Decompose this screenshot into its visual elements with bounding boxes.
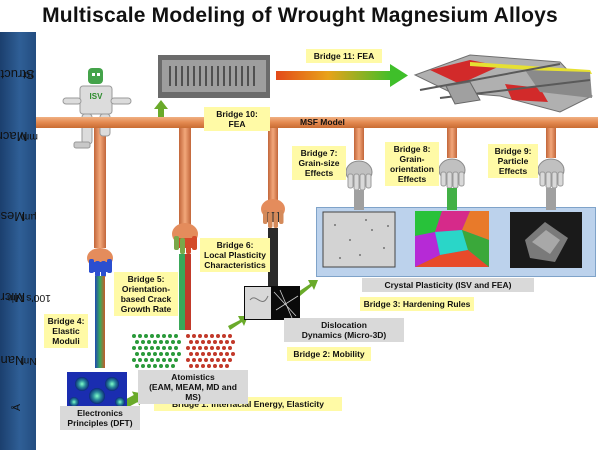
structural-extrusion-image bbox=[158, 55, 270, 98]
bridge-4-label: Bridge 4: Elastic Moduli bbox=[44, 314, 88, 348]
msf-model-bar bbox=[36, 117, 598, 128]
dislocation-dynamics-image bbox=[244, 286, 300, 320]
electronics-dft-box: Electronics Principles (DFT) bbox=[60, 406, 140, 430]
msf-model-label: MSF Model bbox=[300, 117, 345, 127]
bridge-8-label: Bridge 8: Grain- orientation Effects bbox=[385, 142, 439, 186]
bridge-7-hand bbox=[345, 160, 373, 191]
bridge-10-label: Bridge 10: FEA bbox=[204, 107, 270, 131]
bridge-9-label: Bridge 9: Particle Effects bbox=[488, 144, 538, 178]
bridge-3-label: Bridge 3: Hardening Rules bbox=[360, 297, 474, 311]
micrograph-grain-size-image bbox=[322, 211, 396, 268]
scale-axis-bar bbox=[0, 32, 36, 450]
bridge-5-label: Bridge 5: Orientation- based Crack Growt… bbox=[114, 272, 178, 316]
bridge-5-hand bbox=[172, 223, 198, 254]
micrograph-particle-image bbox=[510, 212, 582, 268]
bridge-6-hand bbox=[261, 199, 285, 228]
bridge-8-hand bbox=[438, 158, 466, 189]
bridge-7-label: Bridge 7: Grain-size Effects bbox=[292, 146, 346, 180]
bridge-11-arrow bbox=[276, 64, 408, 87]
structural-fea-frame-image bbox=[413, 54, 593, 113]
bridge-11-label: Bridge 11: FEA bbox=[306, 49, 382, 63]
robot-isv-badge: ISV bbox=[89, 92, 103, 101]
bridge-2-label: Bridge 2: Mobility bbox=[287, 347, 371, 361]
bridge-6-label: Bridge 6: Local Plasticity Characteristi… bbox=[200, 238, 270, 272]
page-title: Multiscale Modeling of Wrought Magnesium… bbox=[42, 4, 558, 27]
dislocation-dynamics-box: Dislocation Dynamics (Micro-3D) bbox=[284, 318, 404, 342]
bridge-9-hand bbox=[537, 158, 565, 189]
bridge-3-arrow bbox=[298, 280, 318, 296]
atomistics-image bbox=[128, 330, 238, 370]
bridge-10-arrow bbox=[154, 100, 168, 117]
micrograph-grain-orientation-image bbox=[415, 211, 489, 267]
atomistics-box: Atomistics (EAM, MEAM, MD and MS) bbox=[138, 370, 248, 404]
electronics-dft-image bbox=[67, 372, 127, 408]
bridge-4-hand bbox=[87, 248, 113, 277]
bridge-2-arrow bbox=[228, 316, 248, 330]
crystal-plasticity-box: Crystal Plasticity (ISV and FEA) bbox=[362, 278, 534, 292]
